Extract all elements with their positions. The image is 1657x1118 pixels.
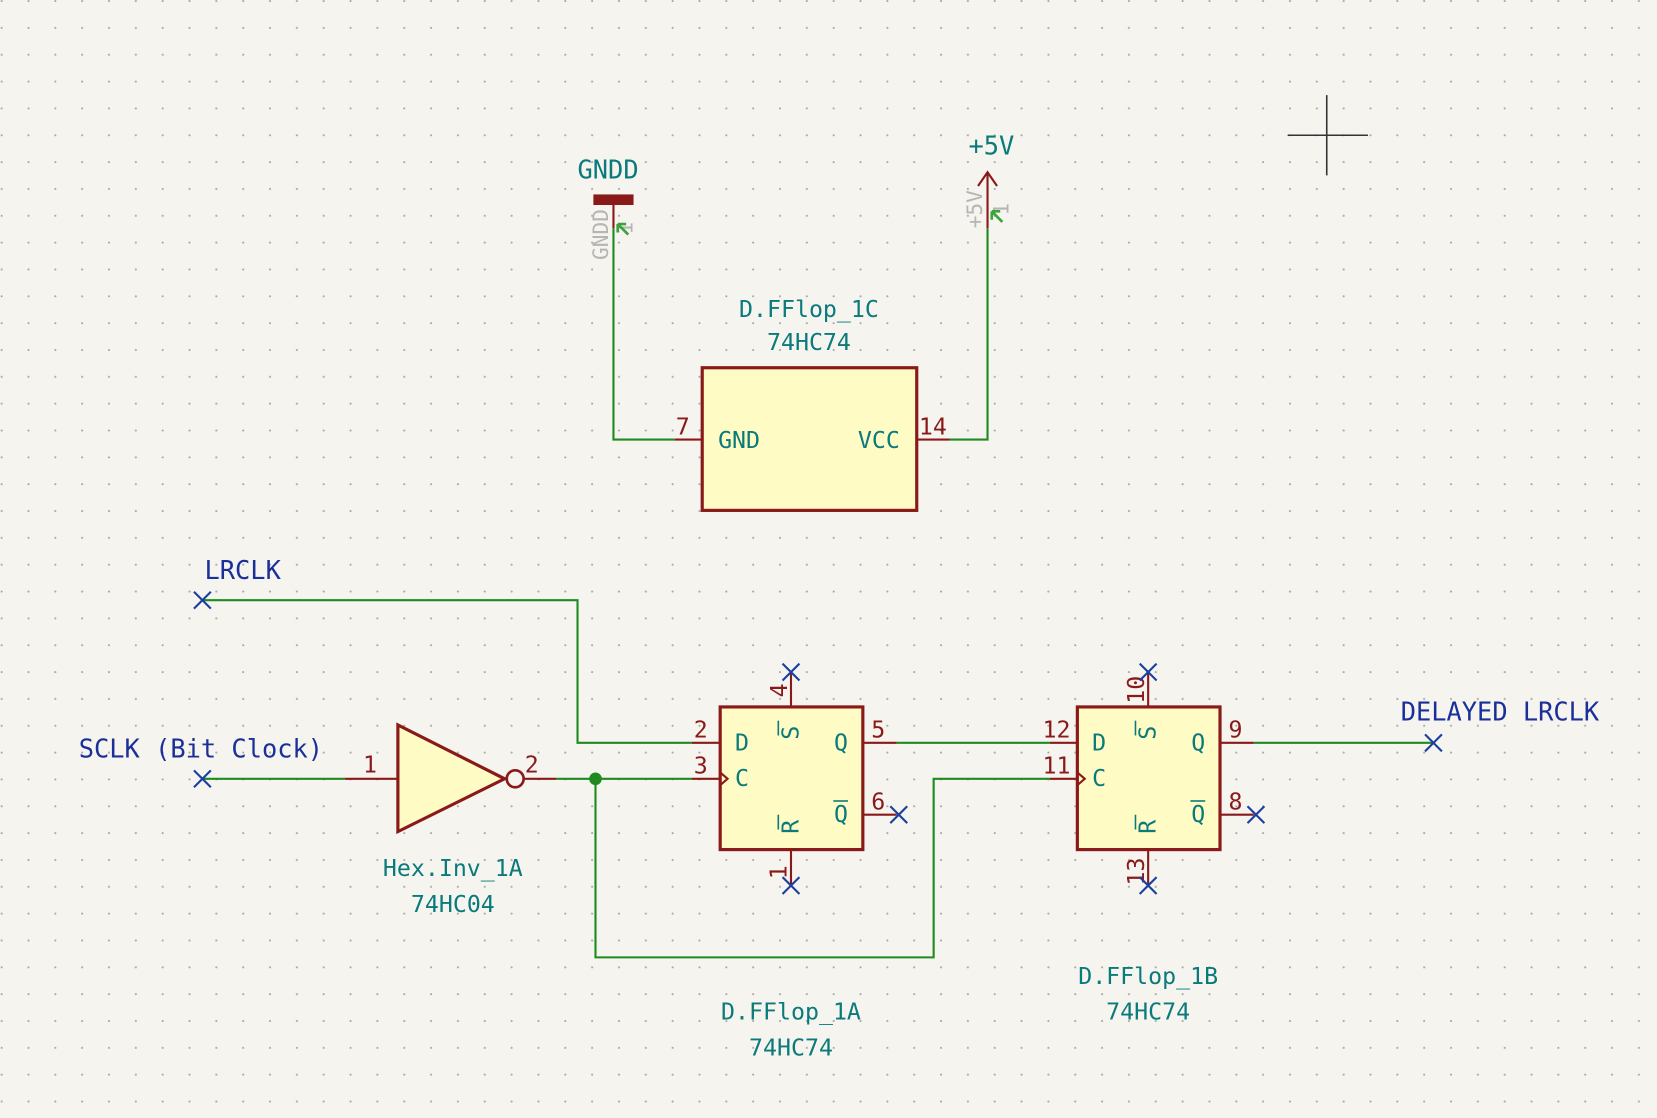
dff-1a-pin-q-number: 5 — [871, 717, 885, 744]
power-arrow-icon — [977, 170, 998, 187]
dff-1a-body — [718, 705, 865, 852]
dff-1a-pin-qbar-name: Q — [834, 801, 848, 828]
dff-1a-symbol[interactable]: 2 3 5 6 4 1 D C Q Q S R D.FFlop_1A 74HC7… — [691, 672, 897, 1062]
dff-1b-pin-d-number: 12 — [1042, 717, 1070, 744]
dff-1a-pin-d-name: D — [735, 729, 749, 756]
dff-1b-symbol[interactable]: 12 11 9 8 10 13 D C Q Q S R D.FFlop_1B 7… — [1042, 672, 1254, 1026]
no-connect-1b-r-icon — [1138, 876, 1158, 895]
lrclk-wire[interactable] — [202, 599, 692, 744]
dff-1b-pin-d-name: D — [1092, 729, 1106, 756]
dff-1a-pin-c-name: C — [735, 765, 749, 792]
inverter-ref: Hex.Inv_1A — [383, 855, 523, 882]
net-label-delayed-lrclk: DELAYED LRCLK — [1401, 697, 1600, 727]
dff-1a-pin-q-name: Q — [834, 729, 848, 756]
gndd-label: GNDD — [578, 155, 639, 185]
dff-1b-pin-q-name: Q — [1191, 729, 1205, 756]
no-connect-delayed-icon — [1424, 733, 1443, 753]
no-connect-sclk-icon — [193, 769, 212, 788]
dff-1b-pin-r-name: R — [1135, 820, 1162, 834]
dff-1b-pin-qbar-name: Q — [1191, 801, 1205, 828]
dff-1c-pin-vcc-name: VCC — [858, 427, 900, 454]
no-connect-1a-r-icon — [781, 876, 801, 895]
dff-1a-ref: D.FFlop_1A — [721, 999, 861, 1026]
dff-1a-value: 74HC74 — [749, 1035, 833, 1062]
dff-1a-pin-s-name: S — [777, 726, 804, 740]
inv-pin1-number: 1 — [363, 751, 377, 778]
pin-marker-icon — [616, 222, 630, 236]
clock-to-ffb-wire[interactable] — [594, 777, 1050, 959]
dff-1c-ref: D.FFlop_1C — [739, 296, 879, 323]
gndd-ghost-label: GNDD — [588, 209, 613, 260]
cursor-crosshair-icon — [1287, 95, 1368, 176]
net-label-sclk: SCLK (Bit Clock) — [79, 734, 323, 764]
no-connect-1b-s-icon — [1138, 662, 1158, 682]
no-connect-1b-qbar-icon — [1246, 805, 1266, 824]
dff-1a-pin-r-name: R — [777, 820, 804, 834]
dff-1a-pin-c-number: 3 — [694, 753, 708, 780]
vcc-label: +5V — [969, 130, 1015, 160]
dff-1c-pin7-number: 7 — [676, 413, 690, 440]
dff-1b-pin-s-number: 10 — [1123, 676, 1150, 704]
inverter-triangle — [396, 722, 509, 835]
dff-1b-pin-c-name: C — [1092, 765, 1106, 792]
inverter-value: 74HC04 — [411, 891, 495, 918]
junction-dot — [589, 772, 602, 786]
no-connect-1a-qbar-icon — [889, 805, 908, 824]
dff-1c-value: 74HC74 — [767, 329, 851, 356]
dff-1c-symbol[interactable]: D.FFlop_1C 74HC74 7 GND 14 VCC — [674, 296, 950, 512]
hex-inverter-symbol[interactable]: 1 2 Hex.Inv_1A 74HC04 — [345, 722, 557, 918]
dff-1c-pin-gnd-name: GND — [718, 427, 760, 454]
dff-1c-pin14-number: 14 — [919, 413, 947, 440]
dff-1a-pin-s-number: 4 — [766, 683, 793, 697]
vcc-power-symbol[interactable]: +5V +5V 1 — [962, 130, 1015, 229]
dff-1b-value: 74HC74 — [1106, 999, 1190, 1026]
pin-marker-icon — [990, 210, 1004, 223]
vcc-wire[interactable] — [949, 228, 989, 441]
dff-1a-pin-r-number: 1 — [766, 865, 793, 879]
inverter-bubble-icon — [505, 769, 525, 789]
dff-1a-pin-qbar-number: 6 — [871, 788, 885, 815]
net-label-lrclk: LRCLK — [205, 555, 282, 585]
gnd-wire[interactable] — [612, 228, 675, 441]
dff-1b-ref: D.FFlop_1B — [1078, 963, 1218, 990]
dff-1b-pin-q-number: 9 — [1228, 717, 1242, 744]
dff-1b-pin-qbar-number: 8 — [1228, 788, 1242, 815]
inv-pin2-number: 2 — [525, 751, 539, 778]
clock-edge-icon — [1076, 771, 1087, 786]
clock-edge-icon — [719, 771, 730, 786]
dff-1a-pin-d-number: 2 — [694, 717, 708, 744]
no-connect-1a-s-icon — [781, 662, 801, 682]
ground-bar-icon — [593, 194, 634, 206]
dff-1b-pin-c-number: 11 — [1042, 753, 1070, 780]
dff-1b-pin-s-name: S — [1135, 726, 1162, 740]
vcc-ghost-label: +5V — [962, 190, 987, 228]
gndd-power-symbol[interactable]: GNDD GNDD 1 — [578, 155, 639, 260]
no-connect-lrclk-icon — [193, 591, 212, 610]
dff-1b-pin-r-number: 13 — [1123, 858, 1150, 886]
